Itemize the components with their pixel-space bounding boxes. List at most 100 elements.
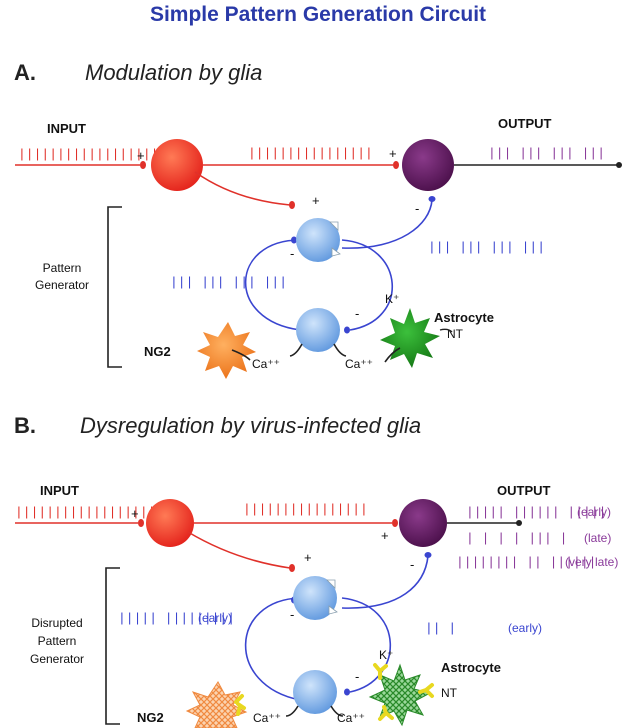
panel-b-output-neuron (399, 499, 447, 547)
panel-b-group-label-1: Disrupted (31, 616, 82, 630)
panel-a-input-label: INPUT (47, 121, 86, 136)
panel-b-upper-receptors (326, 579, 338, 615)
panel-a-astrocyte-cell (380, 308, 440, 368)
panel-b-input-synapse (138, 519, 144, 527)
panel-b-feedback-minus: - (410, 557, 414, 572)
panel-b-output-terminal (516, 520, 522, 526)
panel-b-feedback-synapse (424, 552, 432, 558)
panel-a-astrocyte-label: Astrocyte (434, 310, 494, 325)
panel-b-group-label-2: Pattern (38, 634, 77, 648)
panel-b-feedback-loop (341, 555, 429, 609)
panel-a-ca-curl-1 (289, 343, 303, 357)
panel-b-output-verylate-spikes: |||||||| || |||||| (456, 555, 596, 570)
panel-a-output-label: OUTPUT (498, 116, 552, 131)
panel-b-astrocyte-label: Astrocyte (441, 660, 501, 675)
panel-a-branch-plus: + (312, 193, 320, 208)
panel-b-right-tag: (early) (508, 621, 542, 635)
panel-b-ng2-virus-marker (234, 694, 246, 716)
panel-b-output-verylate-tag: (very late) (565, 555, 618, 569)
panel-b-astro-ca: Ca⁺⁺ (337, 711, 365, 725)
panel-a-upper-receptors (329, 221, 341, 257)
panel-b-interneuron-upper (293, 576, 337, 620)
panel-b-bracket (105, 567, 120, 725)
panel-b-output-early-tag: (early) (577, 505, 611, 519)
panel-b-mid-spikes: |||||||||||||||| (243, 502, 368, 517)
panel-b-k-label: K⁺ (379, 648, 393, 662)
panel-b-interneuron-lower (293, 670, 337, 714)
panel-a-right-spikes: ||| ||| ||| ||| (428, 240, 545, 255)
panel-b-upper-minus: - (290, 607, 294, 622)
panel-a-astro-arrow (384, 347, 401, 363)
panel-b-excitatory-neuron (146, 499, 194, 547)
panel-a-left-loop (244, 239, 301, 331)
panel-b-heading: Dysregulation by virus-infected glia (80, 413, 421, 438)
panel-b-lower-synapse (344, 688, 350, 696)
panel-a-ng2-cell (197, 322, 256, 379)
panel-a-input-spikes: |||||||||||||||||| (18, 147, 158, 162)
panel-a-ca-curl-2 (333, 343, 347, 357)
panel-b-output-late-spikes: | | | | ||| | (466, 531, 567, 546)
panel-b-output-early-spikes: ||||| |||||| ||||| (466, 505, 606, 520)
panel-b-excitatory-synapse (392, 519, 398, 527)
panel-b-input-plus: + (131, 506, 139, 521)
panel-a-lower-minus: - (355, 306, 359, 321)
panel-a-excitatory-synapse (393, 161, 399, 169)
panel-b-branch-synapse (289, 564, 295, 572)
panel-a-ng2-arrow (231, 349, 251, 361)
panel-b-nt-label: NT (441, 686, 458, 700)
panel-a: A. Modulation by glia INPUT ||||||||||||… (14, 60, 622, 379)
panel-b-ng2-label: NG2 (137, 710, 164, 725)
panel-b-right-spikes: || | (425, 621, 456, 636)
panel-b-ca-curl-1 (285, 705, 299, 717)
panel-a-nt-arrow (439, 328, 453, 333)
panel-a-output-neuron (402, 139, 454, 191)
panel-a-excitatory-plus: + (389, 146, 397, 161)
panel-a-excitatory-branch (194, 171, 291, 206)
panel-b-ng2-ca: Ca⁺⁺ (253, 711, 281, 725)
panel-a-interneuron-upper (296, 218, 340, 262)
panel-b-left-spikes: ||||| ||||||||| (118, 611, 235, 626)
panel-a-group-label-2: Generator (35, 278, 89, 292)
panel-a-branch-synapse (289, 201, 295, 209)
panel-a-interneuron-lower (296, 308, 340, 352)
panel-b-output-late-tag: (late) (584, 531, 611, 545)
panel-b-ca-curl-2 (330, 705, 344, 717)
panel-b-excitatory-plus: + (381, 528, 389, 543)
panel-b-astro-virus-marker-3 (378, 705, 394, 721)
diagram-title: Simple Pattern Generation Circuit (150, 3, 486, 26)
panel-b-excitatory-branch (187, 531, 291, 569)
panel-a-nt-label: NT (447, 327, 464, 341)
panel-a-ng2-label: NG2 (144, 344, 171, 359)
panel-a-upper-minus: - (290, 246, 294, 261)
panel-b-input-spikes: |||||||||||||||||| (15, 505, 155, 520)
panel-a-feedback-minus: - (415, 201, 419, 216)
panel-a-k-label: K⁺ (385, 292, 399, 306)
panel-a-feedback-loop (341, 199, 433, 249)
panel-b-astro-virus-marker-1 (373, 663, 388, 680)
panel-b-input-label: INPUT (40, 483, 79, 498)
panel-b-left-loop (244, 597, 301, 701)
panel-a-ng2-ca: Ca⁺⁺ (252, 357, 280, 371)
panel-a-letter: A. (14, 60, 36, 85)
panel-a-feedback-synapse (428, 196, 436, 202)
panel-b: B. Dysregulation by virus-infected glia … (14, 413, 618, 728)
panel-a-input-synapse (140, 161, 146, 169)
panel-a-output-terminal (616, 162, 622, 168)
panel-a-input-plus: + (137, 148, 145, 163)
panel-a-astro-ca: Ca⁺⁺ (345, 357, 373, 371)
panel-b-astro-virus-marker-2 (418, 683, 434, 698)
panel-a-output-spikes: ||| ||| ||| ||| (488, 146, 605, 161)
panel-b-left-tag: (early) (198, 611, 232, 625)
panel-a-group-label-1: Pattern (43, 261, 82, 275)
panel-a-bracket (107, 206, 122, 368)
panel-a-excitatory-neuron (151, 139, 203, 191)
panel-a-mid-spikes: |||||||||||||||| (248, 146, 373, 161)
panel-b-letter: B. (14, 413, 36, 438)
panel-a-heading: Modulation by glia (85, 60, 262, 85)
panel-b-branch-plus: + (304, 550, 312, 565)
panel-a-left-spikes: ||| ||| ||| ||| (170, 275, 287, 290)
panel-a-lower-synapse (344, 326, 350, 334)
panel-b-right-loop (341, 597, 392, 693)
panel-b-group-label-3: Generator (30, 652, 84, 666)
